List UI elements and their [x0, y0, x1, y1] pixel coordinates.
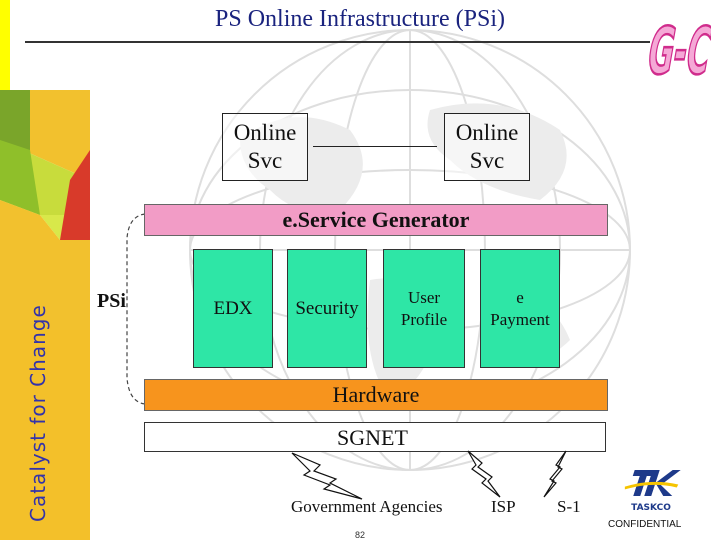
online-svc-right-box: Online Svc	[444, 113, 530, 181]
taskco-logo: TASKCO	[624, 470, 681, 513]
psi-bracket	[126, 213, 146, 405]
page-title: PS Online Infrastructure (PSi)	[215, 6, 505, 32]
svc-connector-line	[313, 146, 437, 147]
e-payment-module: e Payment	[480, 249, 560, 368]
sgnet-bar: SGNET	[144, 422, 606, 452]
yellow-stripe	[0, 0, 10, 90]
s1-label: S-1	[557, 497, 581, 516]
confidential-label: CONFIDENTIAL	[608, 519, 682, 530]
user-profile-label: User Profile	[400, 287, 448, 329]
page-number: 82	[355, 530, 366, 540]
government-agencies-label: Government Agencies	[291, 497, 443, 516]
isp-label: ISP	[491, 497, 516, 516]
psi-label: PSi	[97, 290, 126, 312]
hardware-bar: Hardware	[144, 379, 608, 411]
gc-logo: G-C	[645, 14, 711, 82]
lightning-bolt-icon	[291, 452, 363, 500]
side-slogan: Catalyst for Change	[26, 304, 50, 522]
lightning-bolt-icon	[467, 450, 501, 498]
e-payment-label: e Payment	[490, 287, 550, 329]
online-svc-left-label: Online Svc	[233, 120, 297, 173]
online-svc-right-label: Online Svc	[455, 120, 519, 173]
edx-label: EDX	[213, 297, 253, 319]
lightning-bolt-icon	[543, 450, 567, 498]
user-profile-module: User Profile	[383, 249, 465, 368]
gc-logo-text: G-C	[645, 15, 711, 82]
online-svc-left-box: Online Svc	[222, 113, 308, 181]
taskco-logo-text: TASKCO	[631, 503, 671, 513]
security-module: Security	[287, 249, 367, 368]
edx-module: EDX	[193, 249, 273, 368]
left-decorative-band	[0, 90, 90, 540]
title-underline	[25, 41, 650, 43]
eservice-generator-bar: e.Service Generator	[144, 204, 608, 236]
security-label: Security	[295, 297, 359, 319]
